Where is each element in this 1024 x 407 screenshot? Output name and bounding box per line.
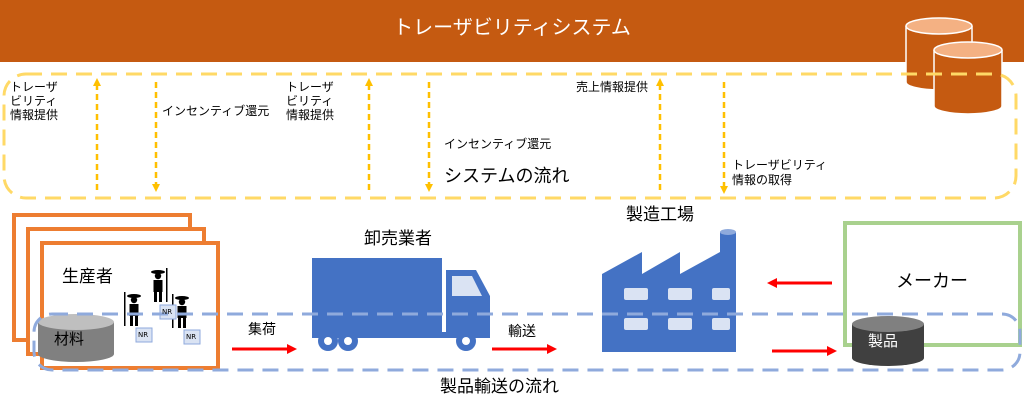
system-flow-title: システムの流れ [444, 166, 570, 187]
banner-title: トレーザビリティシステム [393, 15, 631, 39]
label-sales-info: 売上情報提供 [576, 80, 649, 94]
material-label: 材料 [54, 330, 85, 348]
wholesaler-label: 卸売業者 [364, 229, 432, 249]
maker-label: メーカー [896, 271, 968, 292]
material-cylinder [38, 314, 114, 362]
label-incentive-2: インセンティブ還元 [444, 137, 552, 151]
system-flow-box [2, 72, 1018, 200]
label-incentive-1: インセンティブ還元 [162, 104, 270, 118]
farmer-icon [124, 268, 189, 328]
truck-icon [312, 258, 490, 351]
factory-icon [602, 229, 736, 352]
label-transport: 輸送 [508, 324, 536, 340]
system-banner [0, 0, 1024, 62]
label-trace-provide-2: トレーザビリティ情報提供 [286, 80, 335, 122]
label-collect: 集荷 [248, 322, 276, 338]
product-flow-box [32, 312, 1022, 372]
product-cylinder [852, 316, 924, 366]
factory-label: 製造工場 [626, 205, 694, 225]
label-trace-acquire-line2: 情報の取得 [732, 173, 793, 187]
label-trace-provide-1: トレーザビリティ情報提供 [10, 80, 59, 122]
crate-icon [135, 304, 201, 345]
crate-tag-2: NR [138, 331, 149, 339]
crate-tag-1: NR [162, 308, 173, 316]
product-flow-title: 製品輸送の流れ [440, 377, 559, 397]
producer-label: 生産者 [62, 267, 113, 287]
label-trace-acquire-line1: トレーザビリティ [732, 158, 828, 172]
crate-tag-3: NR [186, 333, 197, 341]
database-icon [905, 17, 1003, 115]
product-label: 製品 [868, 332, 899, 350]
